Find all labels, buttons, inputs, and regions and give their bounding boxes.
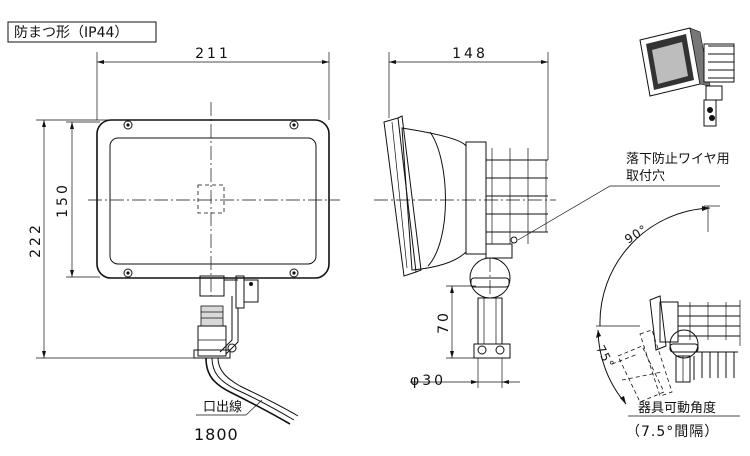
side-view: 148 <box>374 46 556 389</box>
movable-angle-note: （7.5°間隔） <box>626 424 719 440</box>
angle-diagram: 90° 75° <box>593 205 741 440</box>
wire-hole-callout: 落下防止ワイヤ用 取付穴 <box>517 151 730 241</box>
angle-90-label: 90° <box>622 222 650 247</box>
front-height-dimension: 222 <box>28 222 44 258</box>
cable-length: 1800 <box>194 425 239 444</box>
title-label: 防まつ形（IP44） <box>14 25 128 41</box>
front-view: 211 222 150 <box>28 46 340 444</box>
title-box: 防まつ形（IP44） <box>7 21 157 43</box>
wire-hole-label-line2: 取付穴 <box>626 169 665 184</box>
front-screws <box>123 120 299 278</box>
stem-height-dimension: 70 <box>436 310 452 334</box>
cable-label: 口出線 <box>203 399 242 415</box>
front-width-dimension: 211 <box>195 46 231 62</box>
movable-angle-label: 器具可動角度 <box>638 400 716 416</box>
side-cooling-fins <box>486 148 548 244</box>
front-inner-height-dimension: 150 <box>55 182 71 218</box>
perspective-view <box>639 27 735 127</box>
diameter-dimension: φ30 <box>410 373 446 389</box>
angle-75-label: 75° <box>593 343 617 371</box>
side-depth-dimension: 148 <box>452 46 488 62</box>
wire-hole-label-line1: 落下防止ワイヤ用 <box>626 151 730 167</box>
